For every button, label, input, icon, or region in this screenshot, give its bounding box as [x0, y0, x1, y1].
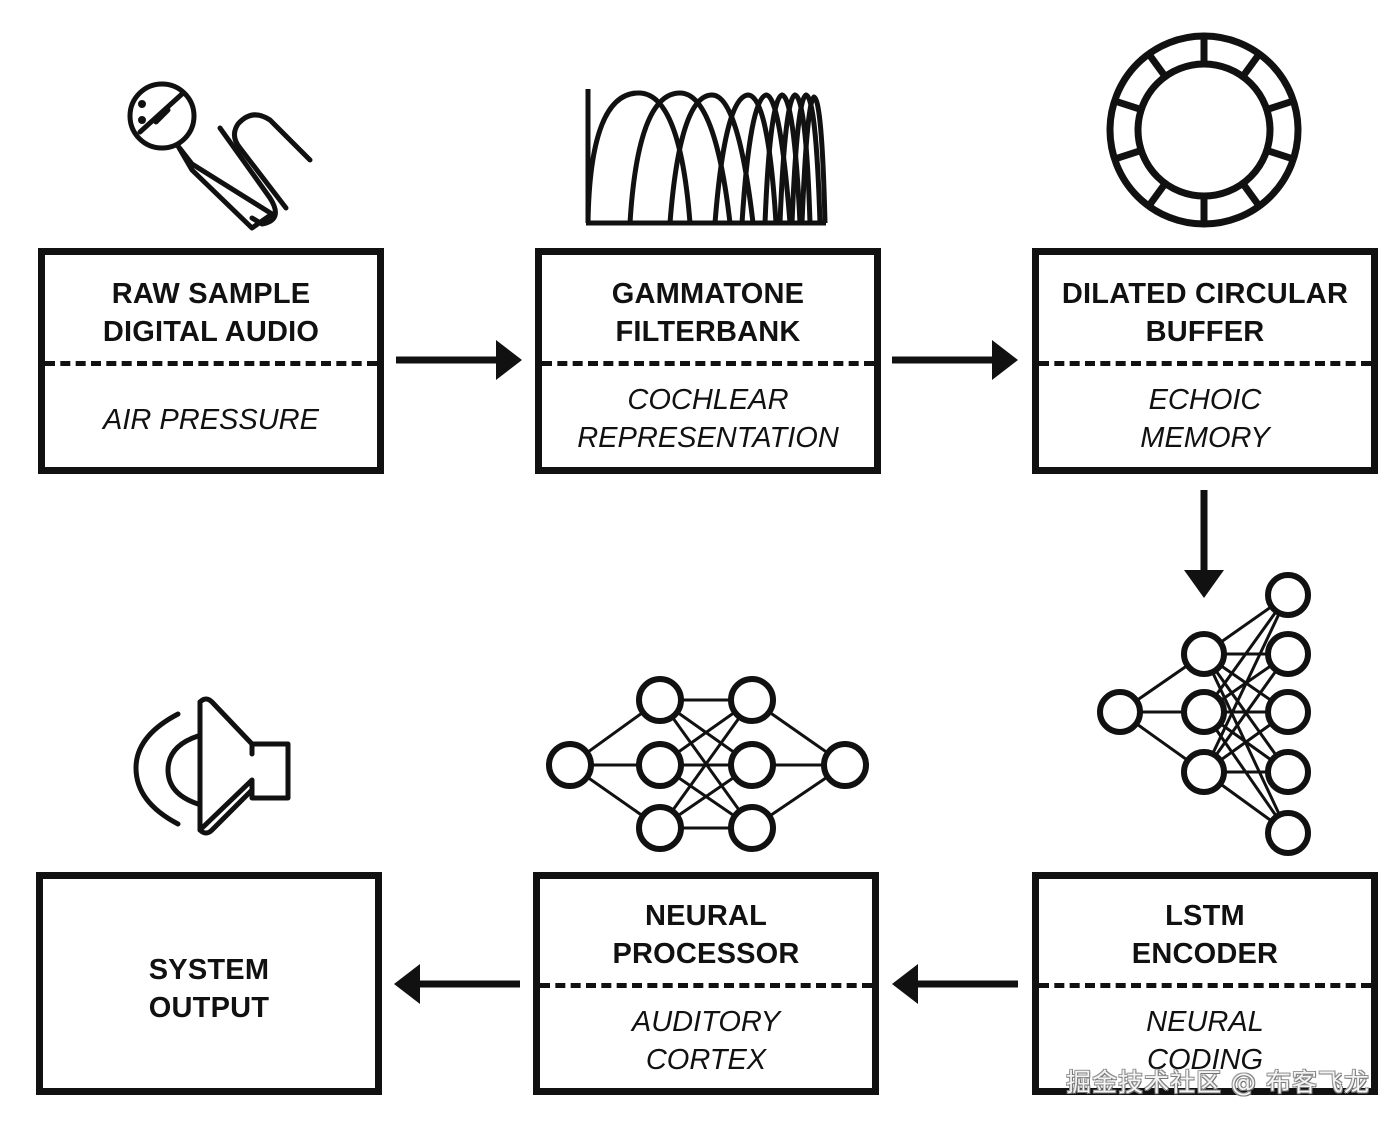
speaker-icon	[133, 696, 291, 836]
network-link	[1202, 594, 1290, 713]
node-divider	[1039, 361, 1371, 366]
encoder-network-icon	[1097, 572, 1311, 856]
node-gammatone: GAMMATONE FILTERBANK COCHLEAR REPRESENTA…	[535, 248, 881, 474]
arrow-lstm-to-neural	[892, 964, 1018, 1004]
arrow-gammatone-to-buffer	[892, 340, 1018, 380]
node-system-output: SYSTEM OUTPUT	[36, 872, 382, 1095]
node-subtitle: NEURAL CODING	[1146, 1006, 1264, 1076]
ring-spoke	[1239, 51, 1263, 79]
node-divider	[1039, 983, 1371, 988]
network-node	[546, 741, 594, 789]
network-node	[728, 804, 776, 852]
watermark: 掘金技术社区 @ 布客飞龙	[1066, 1068, 1370, 1097]
node-raw-audio: RAW SAMPLE DIGITAL AUDIO AIR PRESSURE	[38, 248, 384, 474]
network-link	[1202, 594, 1290, 773]
network-node	[1265, 631, 1311, 677]
network-link	[1202, 653, 1290, 773]
network-node	[1265, 689, 1311, 735]
ring-spoke	[1113, 97, 1143, 113]
node-neural-processor: NEURAL PROCESSOR AUDITORY CORTEX	[533, 872, 879, 1095]
network-node	[821, 741, 869, 789]
network-node	[1265, 572, 1311, 618]
network-node	[1265, 810, 1311, 856]
node-title: NEURAL PROCESSOR	[612, 900, 800, 970]
node-title: LSTM ENCODER	[1131, 900, 1279, 970]
node-divider	[45, 361, 377, 366]
network-node	[1097, 689, 1143, 735]
node-subtitle: COCHLEAR REPRESENTATION	[577, 384, 839, 454]
node-subtitle: AUDITORY CORTEX	[631, 1006, 781, 1076]
network-node	[636, 804, 684, 852]
ring-spoke	[1239, 181, 1263, 209]
microphone-icon	[127, 81, 313, 231]
network-node	[1181, 631, 1227, 677]
arrow-raw-to-gammatone	[396, 340, 522, 380]
network-node	[636, 676, 684, 724]
network-node	[1181, 749, 1227, 795]
ring-spoke	[1265, 97, 1295, 113]
node-divider	[542, 361, 874, 366]
arrow-neural-to-output	[394, 964, 520, 1004]
node-subtitle: AIR PRESSURE	[103, 404, 319, 436]
network-node	[1181, 689, 1227, 735]
node-title: DILATED CIRCULAR BUFFER	[1061, 278, 1349, 348]
network-node	[728, 676, 776, 724]
neural-network-icon	[546, 676, 869, 852]
node-title: GAMMATONE FILTERBANK	[611, 278, 805, 348]
node-divider	[540, 983, 872, 988]
node-subtitle: ECHOIC MEMORY	[1140, 384, 1270, 454]
ring-spoke	[1145, 181, 1169, 209]
network-node	[728, 741, 776, 789]
ring-spoke	[1265, 147, 1295, 163]
node-title: SYSTEM OUTPUT	[148, 954, 270, 1024]
arrow-buffer-to-lstm	[1184, 490, 1224, 598]
ring-buffer-icon	[1106, 32, 1302, 228]
node-title: RAW SAMPLE DIGITAL AUDIO	[102, 278, 320, 348]
network-node	[636, 741, 684, 789]
node-lstm: LSTM ENCODER NEURAL CODING	[1032, 872, 1378, 1095]
ring-spoke	[1145, 51, 1169, 79]
filterbank-icon	[585, 89, 828, 226]
network-link	[658, 699, 754, 829]
node-circular-buffer: DILATED CIRCULAR BUFFER ECHOIC MEMORY	[1032, 248, 1378, 474]
ring-spoke	[1113, 147, 1143, 163]
network-node	[1265, 749, 1311, 795]
